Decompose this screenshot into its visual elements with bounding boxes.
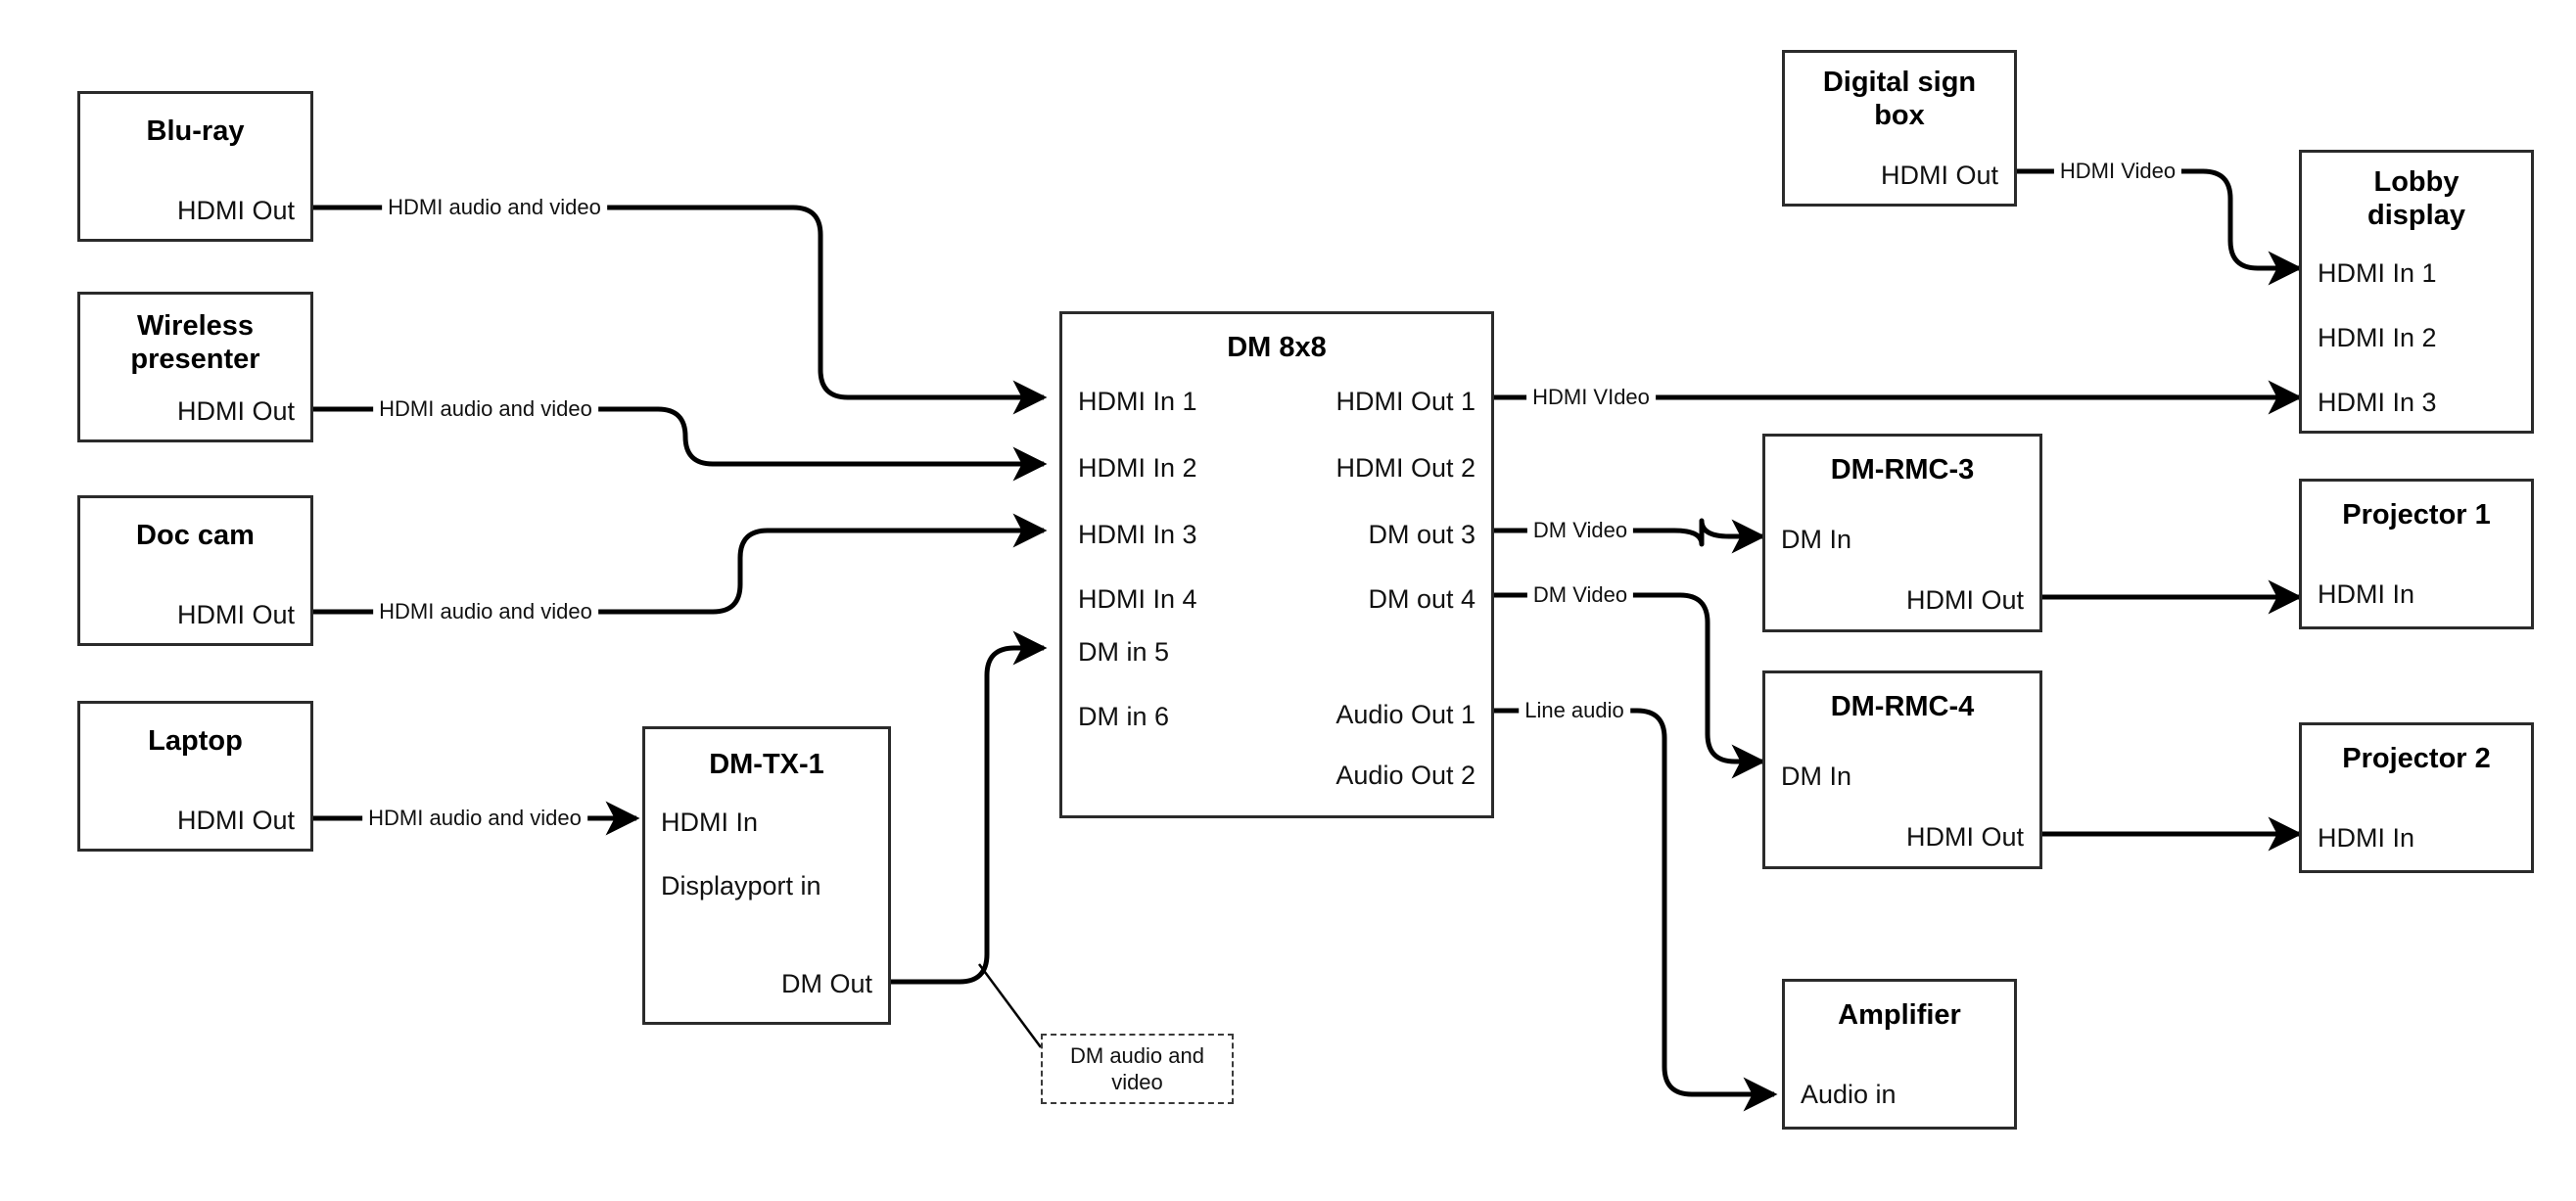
wire-doccam-to-dm8x8 — [313, 513, 1048, 615]
node-amplifier-title: Amplifier — [1838, 999, 1961, 1031]
port-lobby-display-hdmi-in-1[interactable]: HDMI In 1 — [2318, 258, 2437, 288]
port-dm-rmc-3-dm-in[interactable]: DM In — [1781, 525, 1852, 554]
node-dm-tx-1[interactable]: DM-TX-1 HDMI In Displayport in DM Out — [642, 726, 891, 1025]
node-lobby-display[interactable]: Lobby display HDMI In 1 HDMI In 2 HDMI I… — [2299, 150, 2534, 434]
port-dm-8x8-audio-out-1[interactable]: Audio Out 1 — [1335, 700, 1475, 729]
wire-label-blu-ray-to-dm8x8: HDMI audio and video — [382, 195, 607, 220]
node-amplifier[interactable]: Amplifier Audio in — [1782, 979, 2017, 1130]
port-dm-rmc-4-dm-in[interactable]: DM In — [1781, 762, 1852, 791]
port-doc-cam-hdmi-out[interactable]: HDMI Out — [176, 600, 295, 629]
port-dm-8x8-hdmi-in-2[interactable]: HDMI In 2 — [1078, 453, 1197, 483]
node-digital-sign-box-title: Digital sign box — [1822, 67, 1977, 131]
node-blu-ray-title: Blu-ray — [146, 115, 245, 147]
port-lobby-display-hdmi-in-3[interactable]: HDMI In 3 — [2318, 388, 2437, 417]
wire-dm8x8-audioout1-to-amp — [1494, 708, 1778, 1112]
node-dm-rmc-3-title: DM-RMC-3 — [1830, 454, 1975, 485]
port-dm-8x8-hdmi-in-1[interactable]: HDMI In 1 — [1078, 387, 1197, 416]
wire-label-dm8x8-hdmiout1-to-lobby: HDMI VIdeo — [1526, 385, 1656, 410]
node-projector-1[interactable]: Projector 1 HDMI In — [2299, 479, 2534, 629]
node-wireless-presenter-title: Wireless presenter — [130, 310, 260, 375]
node-doc-cam-title: Doc cam — [136, 520, 255, 551]
wire-label-wireless-to-dm8x8: HDMI audio and video — [373, 396, 598, 422]
node-dm-rmc-3[interactable]: DM-RMC-3 DM In HDMI Out — [1762, 434, 2042, 632]
port-laptop-hdmi-out[interactable]: HDMI Out — [176, 806, 295, 835]
port-wireless-presenter-hdmi-out[interactable]: HDMI Out — [176, 396, 295, 426]
port-dm-8x8-dm-out-4[interactable]: DM out 4 — [1368, 584, 1475, 614]
wire-signbox-to-lobby — [2017, 168, 2303, 286]
port-digital-sign-box-hdmi-out[interactable]: HDMI Out — [1880, 161, 1998, 190]
wire-label-dm8x8-dmout4-to-rmc4: DM Video — [1526, 582, 1634, 608]
wire-dmtx1-to-dm8x8 — [891, 630, 1048, 985]
node-digital-sign-box[interactable]: Digital sign box HDMI Out — [1782, 50, 2017, 207]
port-dm-tx-1-displayport-in[interactable]: Displayport in — [661, 871, 821, 901]
node-dm-8x8-title: DM 8x8 — [1227, 332, 1327, 363]
wire-dm8x8-dmout4-to-rmc4 — [1494, 592, 1766, 779]
port-amplifier-audio-in[interactable]: Audio in — [1801, 1080, 1897, 1109]
port-dm-tx-1-dm-out[interactable]: DM Out — [780, 969, 872, 998]
node-blu-ray[interactable]: Blu-ray HDMI Out — [77, 91, 313, 242]
wire-wireless-to-dm8x8 — [313, 406, 1048, 482]
node-dm-rmc-4[interactable]: DM-RMC-4 DM In HDMI Out — [1762, 670, 2042, 869]
node-projector-2-title: Projector 2 — [2342, 743, 2491, 774]
wire-label-dm8x8-audioout1-to-amp: Line audio — [1519, 698, 1630, 723]
node-wireless-presenter[interactable]: Wireless presenter HDMI Out — [77, 292, 313, 442]
port-dm-8x8-hdmi-out-2[interactable]: HDMI Out 2 — [1335, 453, 1475, 483]
port-projector-1-hdmi-in[interactable]: HDMI In — [2318, 579, 2415, 609]
port-dm-8x8-hdmi-in-4[interactable]: HDMI In 4 — [1078, 584, 1197, 614]
port-dm-8x8-dm-in-6[interactable]: DM in 6 — [1078, 702, 1170, 731]
node-lobby-display-title: Lobby display — [2367, 166, 2465, 231]
port-dm-8x8-dm-out-3[interactable]: DM out 3 — [1368, 520, 1475, 549]
node-projector-2[interactable]: Projector 2 HDMI In — [2299, 722, 2534, 873]
node-doc-cam[interactable]: Doc cam HDMI Out — [77, 495, 313, 646]
port-dm-8x8-hdmi-in-3[interactable]: HDMI In 3 — [1078, 520, 1197, 549]
node-dm-rmc-4-title: DM-RMC-4 — [1830, 691, 1975, 722]
port-dm-tx-1-hdmi-in[interactable]: HDMI In — [661, 808, 759, 837]
node-dm-tx-1-title: DM-TX-1 — [709, 749, 824, 780]
port-dm-rmc-4-hdmi-out[interactable]: HDMI Out — [1905, 822, 2024, 852]
port-dm-8x8-hdmi-out-1[interactable]: HDMI Out 1 — [1335, 387, 1475, 416]
port-dm-8x8-dm-in-5[interactable]: DM in 5 — [1078, 637, 1170, 667]
wire-label-laptop-to-dmtx1: HDMI audio and video — [362, 806, 587, 831]
node-dm-8x8[interactable]: DM 8x8 HDMI In 1 HDMI In 2 HDMI In 3 HDM… — [1059, 311, 1494, 818]
wire-label-doccam-to-dm8x8: HDMI audio and video — [373, 599, 598, 624]
node-laptop-title: Laptop — [148, 725, 243, 757]
port-projector-2-hdmi-in[interactable]: HDMI In — [2318, 823, 2415, 853]
port-dm-8x8-audio-out-2[interactable]: Audio Out 2 — [1335, 761, 1475, 790]
callout-dm-audio-and-video: DM audio and video — [1041, 1034, 1234, 1104]
wire-label-dm8x8-dmout3-to-rmc3: DM Video — [1526, 518, 1634, 543]
port-dm-rmc-3-hdmi-out[interactable]: HDMI Out — [1905, 585, 2024, 615]
wire-blu-ray-to-dm8x8 — [313, 205, 1048, 415]
callout-leader-line — [977, 963, 1043, 1048]
wire-label-signbox-to-lobby: HDMI Video — [2053, 159, 2182, 184]
node-laptop[interactable]: Laptop HDMI Out — [77, 701, 313, 852]
port-lobby-display-hdmi-in-2[interactable]: HDMI In 2 — [2318, 323, 2437, 352]
node-projector-1-title: Projector 1 — [2342, 499, 2491, 531]
port-blu-ray-hdmi-out[interactable]: HDMI Out — [176, 196, 295, 225]
wire-dm8x8-dmout3-to-rmc3 — [1494, 518, 1766, 554]
